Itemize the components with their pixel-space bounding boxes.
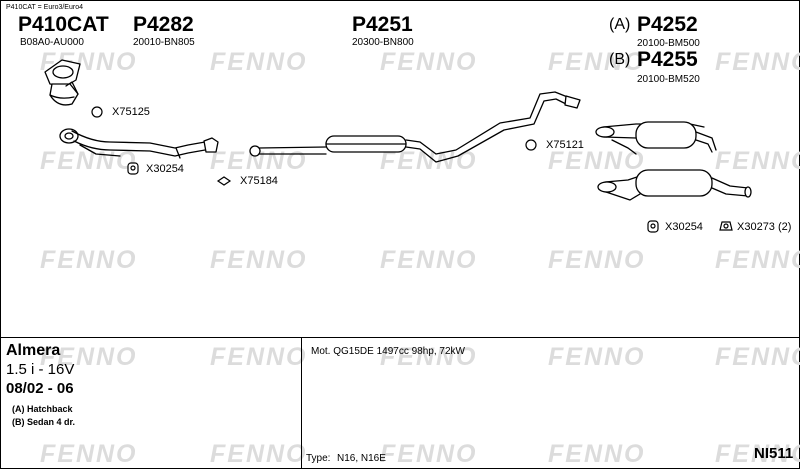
gasket-ring-icon <box>91 106 103 118</box>
fitting-label[interactable]: X75184 <box>240 175 278 187</box>
oem-reference: 20100-BM520 <box>637 74 700 85</box>
gasket-ring-icon <box>525 139 537 151</box>
fitting-label[interactable]: X30254 <box>146 163 184 175</box>
variant-label: (B) <box>609 51 631 68</box>
oem-reference: 20100-BM500 <box>637 38 700 49</box>
fitting-label[interactable]: X30273 (2) <box>737 221 792 233</box>
exhaust-diagram <box>44 59 752 233</box>
info-divider-vertical <box>301 337 302 469</box>
type-label: Type: <box>306 453 331 464</box>
oem-reference: 20300-BN800 <box>352 37 414 48</box>
clamp-bolt-icon <box>719 221 733 231</box>
part-number[interactable]: P4251 <box>352 13 413 36</box>
flange-gasket-icon <box>216 176 232 186</box>
info-divider <box>0 337 800 338</box>
rubber-hanger-icon <box>647 220 659 233</box>
engine-size: 1.5 i - 16V <box>6 361 75 378</box>
variant-description: (A) Hatchback <box>12 404 73 414</box>
production-years: 08/02 - 06 <box>6 380 74 397</box>
euro-note: P410CAT = Euro3/Euro4 <box>6 4 83 11</box>
rear-silencer-b[interactable] <box>597 169 752 201</box>
oem-reference: B08A0-AU000 <box>20 37 84 48</box>
variant-label: (A) <box>609 16 631 33</box>
rubber-hanger-icon <box>127 162 139 175</box>
front-pipe[interactable] <box>59 128 219 159</box>
fitting-label[interactable]: X75121 <box>546 139 584 151</box>
vehicle-model: Almera <box>6 342 61 359</box>
fitting-label[interactable]: X75125 <box>112 106 150 118</box>
center-silencer-pipe[interactable] <box>249 91 581 163</box>
part-number[interactable]: P410CAT <box>18 13 109 36</box>
rear-silencer-a[interactable] <box>595 121 717 155</box>
part-number[interactable]: P4255 <box>637 48 698 71</box>
variant-description: (B) Sedan 4 dr. <box>12 417 76 427</box>
oem-reference: 20010-BN805 <box>133 37 195 48</box>
type-value: N16, N16E <box>337 453 386 464</box>
catalytic-converter[interactable] <box>44 59 81 106</box>
part-number[interactable]: P4282 <box>133 13 194 36</box>
part-number[interactable]: P4252 <box>637 13 698 36</box>
diagram-code: NI511 <box>754 445 794 462</box>
motor-spec: Mot. QG15DE 1497cc 98hp, 72kW <box>311 346 465 357</box>
fitting-label[interactable]: X30254 <box>665 221 703 233</box>
